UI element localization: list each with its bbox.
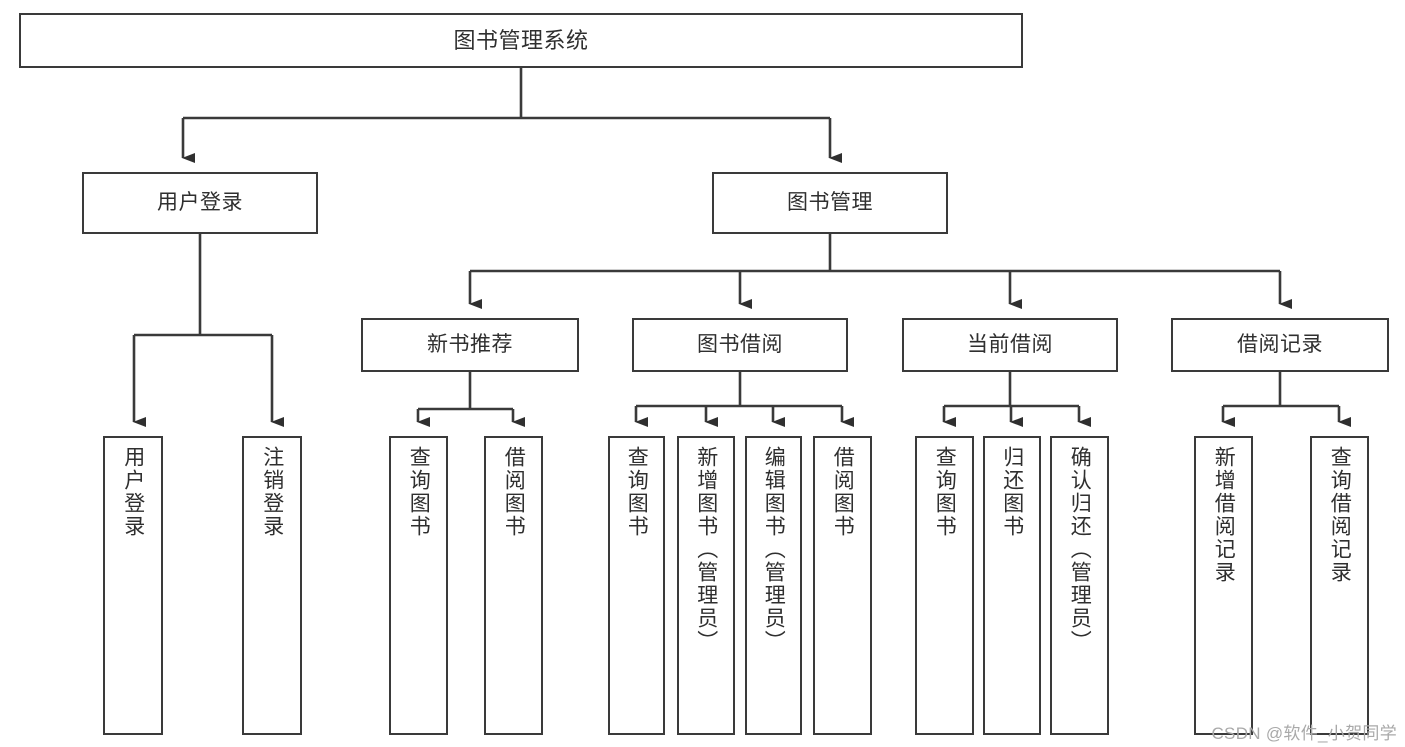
node-user-login-label: 用户登录 — [157, 190, 243, 214]
node-new-book-recommend[interactable]: 新书推荐 — [361, 318, 579, 372]
node-borrow-records[interactable]: 借阅记录 — [1171, 318, 1389, 372]
leaf-add-book-admin-label: 新增图书（管理员） — [694, 446, 718, 653]
leaf-query-book-recommend-label: 查询图书 — [407, 446, 431, 538]
node-new-book-recommend-label: 新书推荐 — [427, 332, 513, 356]
node-root-label: 图书管理系统 — [453, 27, 589, 53]
node-borrow-records-label: 借阅记录 — [1237, 332, 1323, 356]
leaf-query-book-label: 查询图书 — [625, 446, 649, 538]
node-book-borrow-label: 图书借阅 — [697, 332, 783, 356]
node-user-login[interactable]: 用户登录 — [82, 172, 318, 234]
leaf-borrow-book-recommend-label: 借阅图书 — [502, 446, 526, 538]
leaf-add-borrow-record-label: 新增借阅记录 — [1212, 446, 1236, 584]
node-book-management-label: 图书管理 — [787, 190, 873, 214]
leaf-query-book-current-label: 查询图书 — [933, 446, 957, 538]
leaf-query-book-current[interactable]: 查询图书 — [915, 436, 974, 735]
leaf-borrow-book[interactable]: 借阅图书 — [813, 436, 872, 735]
leaf-query-borrow-record[interactable]: 查询借阅记录 — [1310, 436, 1369, 735]
leaf-logout-label: 注销登录 — [260, 446, 284, 538]
leaf-borrow-book-recommend[interactable]: 借阅图书 — [484, 436, 543, 735]
leaf-query-book[interactable]: 查询图书 — [608, 436, 665, 735]
node-current-borrow-label: 当前借阅 — [967, 332, 1053, 356]
leaf-return-book-label: 归还图书 — [1000, 446, 1024, 538]
leaf-query-book-recommend[interactable]: 查询图书 — [389, 436, 448, 735]
leaf-logout[interactable]: 注销登录 — [242, 436, 302, 735]
leaf-return-book[interactable]: 归还图书 — [983, 436, 1041, 735]
leaf-borrow-book-label: 借阅图书 — [831, 446, 855, 538]
leaf-edit-book-admin[interactable]: 编辑图书（管理员） — [745, 436, 802, 735]
node-root[interactable]: 图书管理系统 — [19, 13, 1023, 68]
leaf-edit-book-admin-label: 编辑图书（管理员） — [762, 446, 786, 653]
node-current-borrow[interactable]: 当前借阅 — [902, 318, 1118, 372]
leaf-add-borrow-record[interactable]: 新增借阅记录 — [1194, 436, 1253, 735]
node-book-borrow[interactable]: 图书借阅 — [632, 318, 848, 372]
leaf-add-book-admin[interactable]: 新增图书（管理员） — [677, 436, 735, 735]
node-book-management[interactable]: 图书管理 — [712, 172, 948, 234]
leaf-query-borrow-record-label: 查询借阅记录 — [1328, 446, 1352, 584]
leaf-user-login[interactable]: 用户登录 — [103, 436, 163, 735]
leaf-user-login-label: 用户登录 — [121, 446, 145, 538]
leaf-confirm-return-admin[interactable]: 确认归还（管理员） — [1050, 436, 1109, 735]
leaf-confirm-return-admin-label: 确认归还（管理员） — [1068, 446, 1092, 653]
